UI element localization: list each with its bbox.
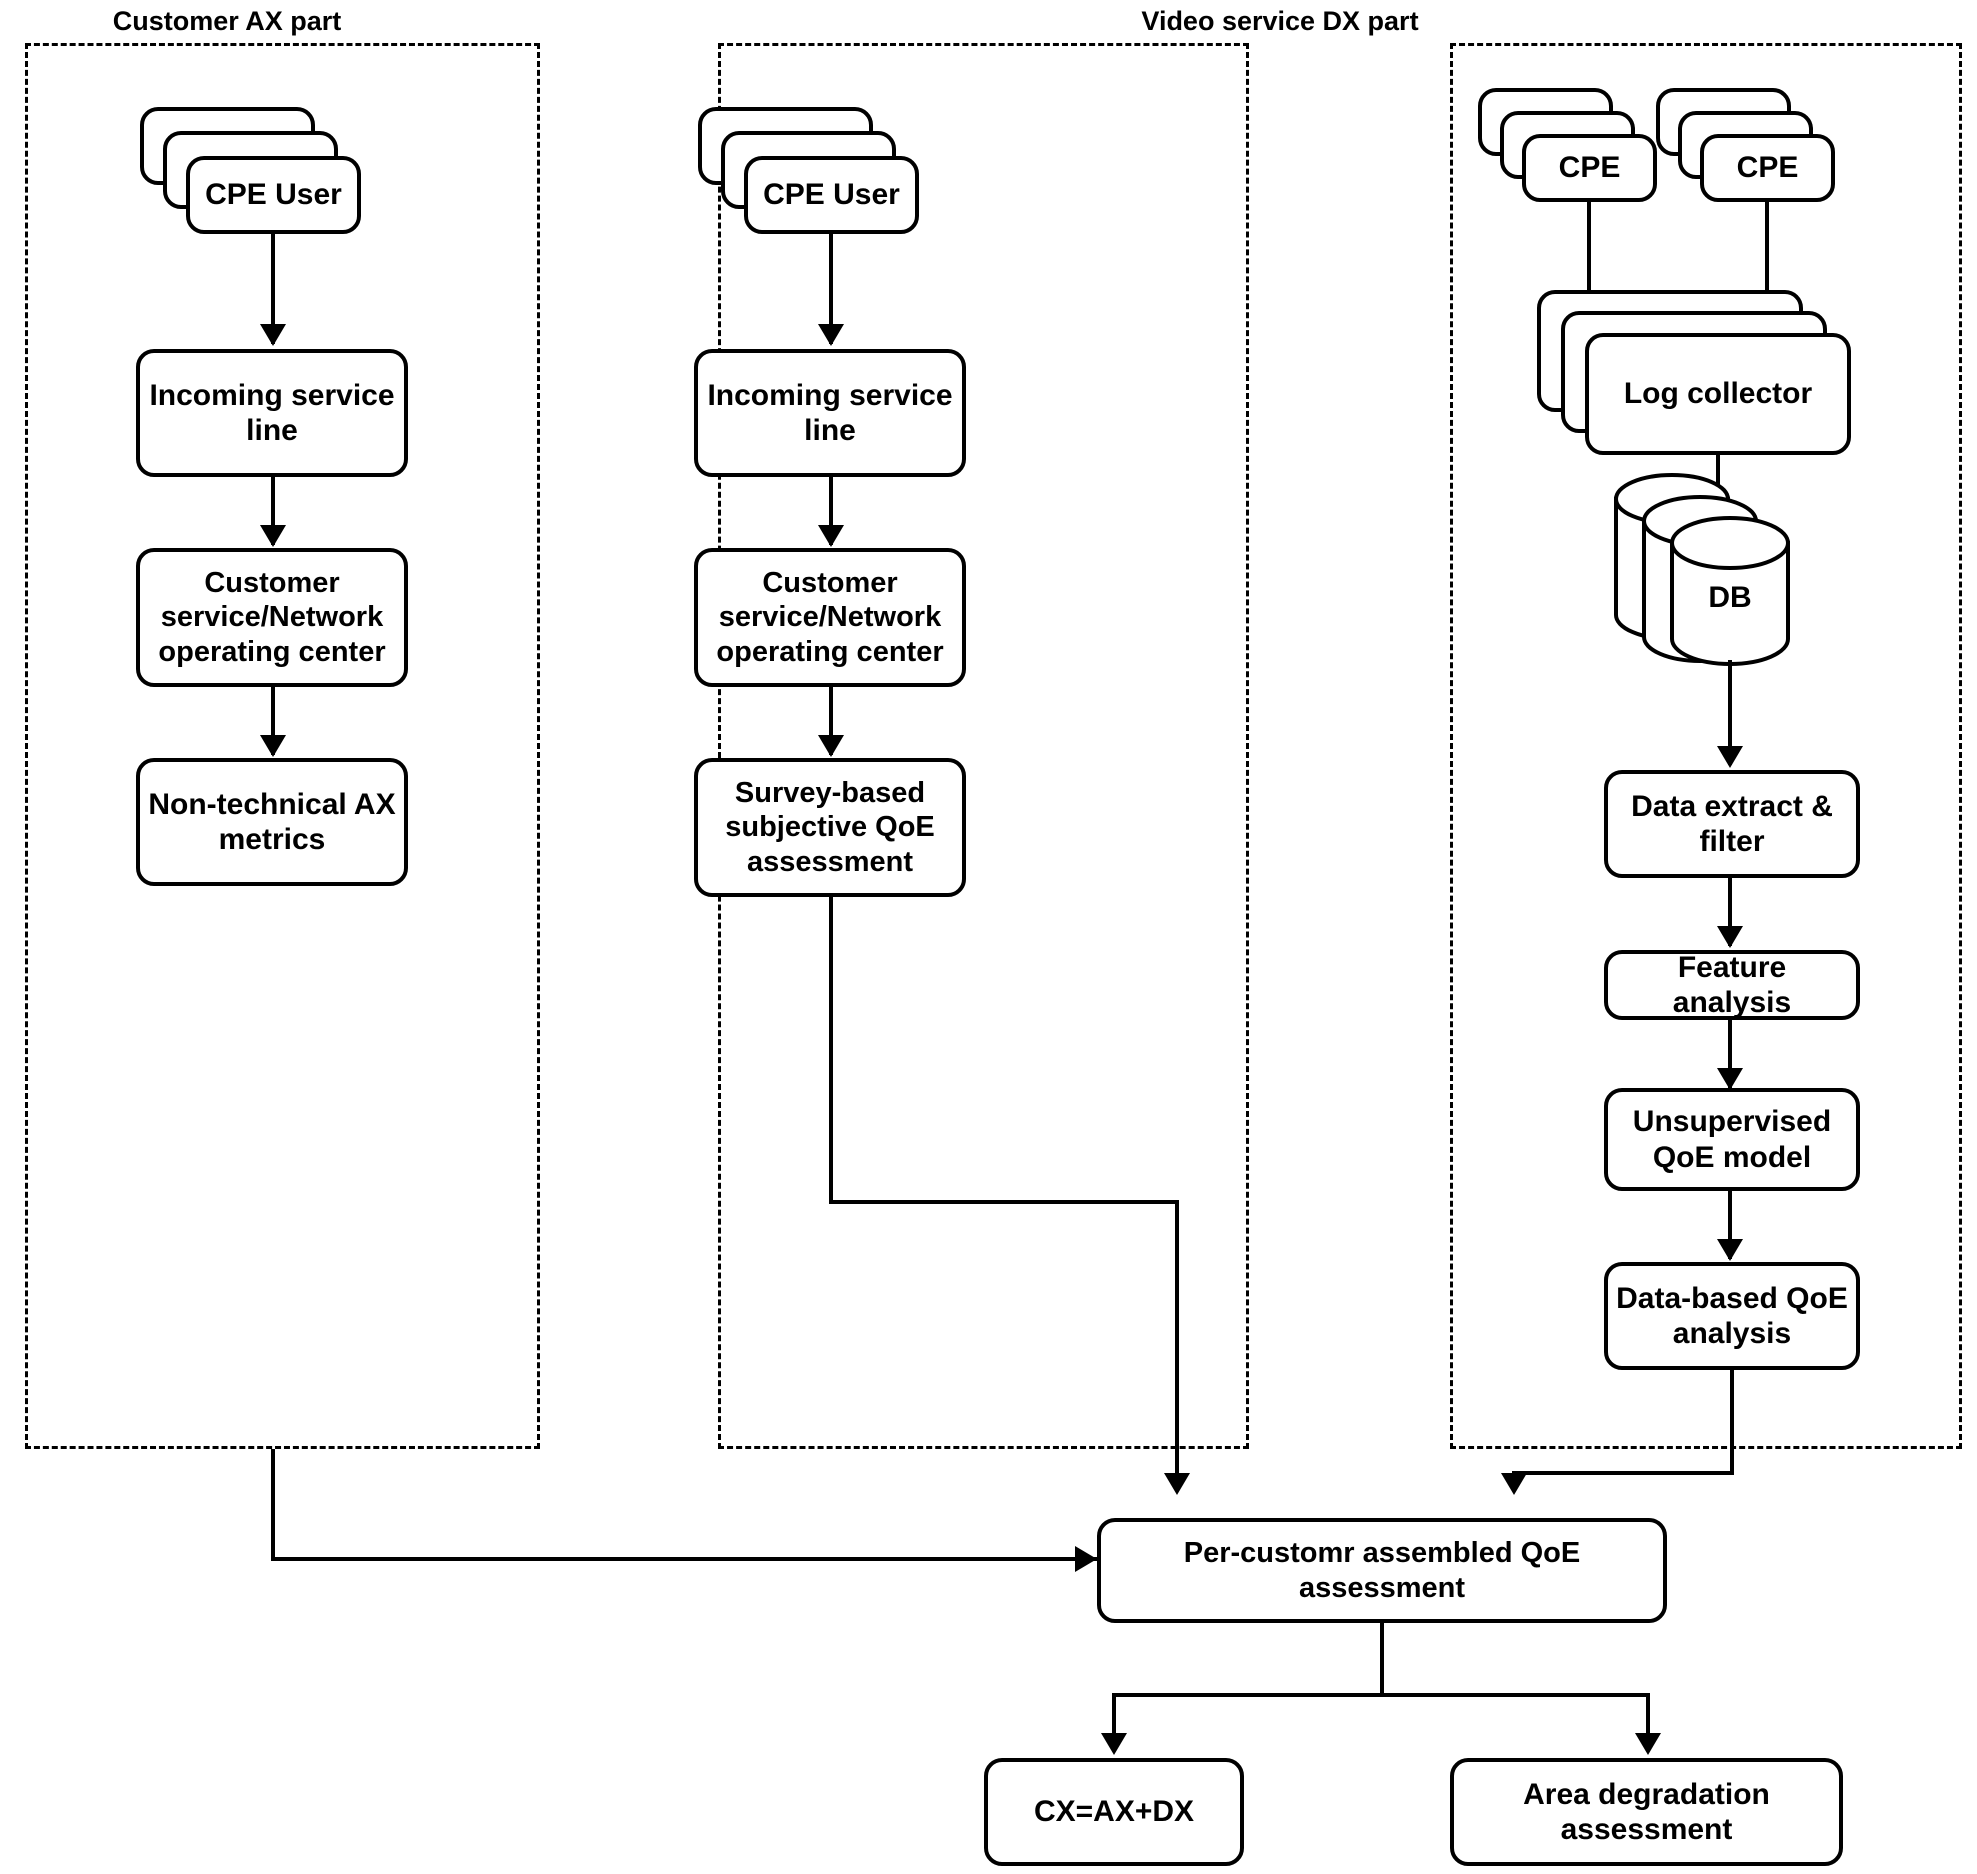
connector-ax-cpeuser-to-incoming bbox=[271, 234, 275, 344]
connector-dx-analysis-left bbox=[1512, 1471, 1734, 1475]
arrow-assembled-to-cx bbox=[1101, 1733, 1127, 1755]
node-cx-ax-plus-dx[interactable]: CX=AX+DX bbox=[984, 1758, 1244, 1866]
connector-dx-cpeuser-to-incoming bbox=[829, 234, 833, 344]
arrow-ax-center-to-metrics bbox=[260, 735, 286, 757]
group-region-video-dx-middle bbox=[718, 43, 1249, 1449]
arrow-ax-incoming-to-center bbox=[260, 525, 286, 547]
connector-ax-group-right bbox=[271, 1557, 1097, 1561]
connector-extract-to-feature bbox=[1728, 878, 1732, 946]
arrow-dx-cpeuser-to-incoming bbox=[818, 324, 844, 346]
node-dx-cpe-b[interactable]: CPE bbox=[1700, 134, 1835, 202]
connector-split-right-down bbox=[1646, 1693, 1650, 1745]
node-per-customer-assembled-qoe[interactable]: Per-customr assembled QoE assessment bbox=[1097, 1518, 1667, 1623]
node-ax-incoming-service-line[interactable]: Incoming service line bbox=[136, 349, 408, 477]
arrow-assembled-to-area bbox=[1635, 1733, 1661, 1755]
arrow-dx-analysis-to-assembled bbox=[1501, 1473, 1527, 1495]
group-label-customer-ax: Customer AX part bbox=[112, 6, 342, 36]
node-dx-db-cylinder-stack[interactable]: DB bbox=[1610, 467, 1870, 667]
connector-assembled-split bbox=[1112, 1693, 1650, 1697]
connector-split-left-down bbox=[1112, 1693, 1116, 1745]
arrow-dx-incoming-to-center bbox=[818, 525, 844, 547]
node-area-degradation-assessment[interactable]: Area degradation assessment bbox=[1450, 1758, 1843, 1866]
arrow-db-to-extract bbox=[1717, 746, 1743, 768]
node-dx-db-label: DB bbox=[1708, 581, 1751, 614]
group-label-video-dx: Video service DX part bbox=[1141, 6, 1419, 36]
arrow-feature-to-model bbox=[1717, 1068, 1743, 1090]
connector-dx-analysis-down bbox=[1730, 1370, 1734, 1475]
connector-assembled-down bbox=[1380, 1623, 1384, 1695]
arrow-extract-to-feature bbox=[1717, 926, 1743, 948]
group-region-video-dx-right bbox=[1450, 43, 1962, 1449]
connector-ax-group-down bbox=[271, 1449, 275, 1561]
connector-ax-center-to-metrics bbox=[271, 687, 275, 755]
node-dx-survey-based-qoe[interactable]: Survey-based subjective QoE assessment bbox=[694, 758, 966, 897]
arrow-ax-cpeuser-to-incoming bbox=[260, 324, 286, 346]
node-dx-cpe-a[interactable]: CPE bbox=[1522, 134, 1657, 202]
connector-cpe-b-to-logcollector bbox=[1765, 202, 1769, 320]
node-dx-feature-analysis[interactable]: Feature analysis bbox=[1604, 950, 1860, 1020]
connector-model-to-analysis bbox=[1728, 1191, 1732, 1259]
arrow-model-to-analysis bbox=[1717, 1239, 1743, 1261]
group-region-customer-ax bbox=[25, 43, 540, 1449]
node-dx-unsupervised-qoe-model[interactable]: Unsupervised QoE model bbox=[1604, 1088, 1860, 1191]
node-dx-customer-service-network-center[interactable]: Customer service/Network operating cente… bbox=[694, 548, 966, 687]
node-dx-cpe-user[interactable]: CPE User bbox=[744, 156, 919, 234]
node-dx-data-based-qoe-analysis[interactable]: Data-based QoE analysis bbox=[1604, 1262, 1860, 1370]
connector-ax-incoming-to-center bbox=[271, 477, 275, 545]
connector-dx-incoming-to-center bbox=[829, 477, 833, 545]
connector-db-to-extract bbox=[1728, 660, 1732, 765]
node-dx-log-collector[interactable]: Log collector bbox=[1585, 333, 1851, 455]
node-ax-customer-service-network-center[interactable]: Customer service/Network operating cente… bbox=[136, 548, 408, 687]
node-dx-incoming-service-line[interactable]: Incoming service line bbox=[694, 349, 966, 477]
node-ax-non-technical-metrics[interactable]: Non-technical AX metrics bbox=[136, 758, 408, 886]
arrow-ax-group-to-assembled bbox=[1075, 1546, 1097, 1572]
connector-dx-survey-down-2 bbox=[1175, 1200, 1179, 1490]
connector-cpe-a-to-logcollector bbox=[1587, 202, 1591, 320]
node-ax-cpe-user[interactable]: CPE User bbox=[186, 156, 361, 234]
connector-dx-center-to-survey bbox=[829, 687, 833, 755]
connector-feature-to-model bbox=[1728, 1020, 1732, 1088]
arrow-dx-survey-to-assembled bbox=[1164, 1473, 1190, 1495]
node-dx-data-extract-filter[interactable]: Data extract & filter bbox=[1604, 770, 1860, 878]
connector-dx-survey-right bbox=[829, 1200, 1179, 1204]
connector-dx-survey-down bbox=[829, 897, 833, 1204]
arrow-dx-center-to-survey bbox=[818, 735, 844, 757]
